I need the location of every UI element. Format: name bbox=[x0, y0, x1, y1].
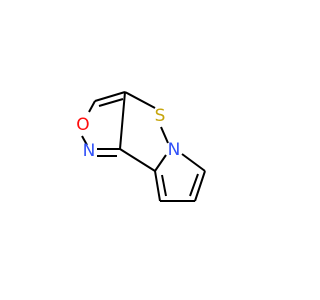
bond-c-c-pyrrole-right bbox=[194, 170, 206, 202]
bond-c-c-pyrrole-right-double bbox=[189, 173, 199, 197]
bond-c-c-isoxazole-top bbox=[94, 91, 126, 102]
atom-nitrogen-pyrrole: N bbox=[168, 140, 181, 160]
bond-c-c-pyrrole-left-double bbox=[161, 174, 167, 197]
atom-oxygen: O bbox=[76, 115, 89, 135]
bond-o-n bbox=[81, 135, 88, 146]
atom-nitrogen-isoxazole: N bbox=[83, 141, 96, 161]
bond-c-c-isoxazole-top-double bbox=[98, 98, 124, 107]
atom-sulfur: S bbox=[155, 106, 166, 126]
bond-n-c-fusion bbox=[154, 154, 167, 172]
bond-c-s bbox=[124, 91, 156, 109]
molecule-structure-diagram: O N S N bbox=[76, 91, 206, 202]
bond-c-o bbox=[88, 100, 96, 113]
bond-c-c-fusion-bottom bbox=[119, 148, 156, 172]
bond-n-c-pyrrole-right bbox=[181, 153, 206, 172]
bond-c-c-pyrrole-left bbox=[154, 170, 161, 202]
bond-s-n bbox=[160, 126, 169, 144]
bond-c-c-fusion-left bbox=[119, 91, 126, 150]
